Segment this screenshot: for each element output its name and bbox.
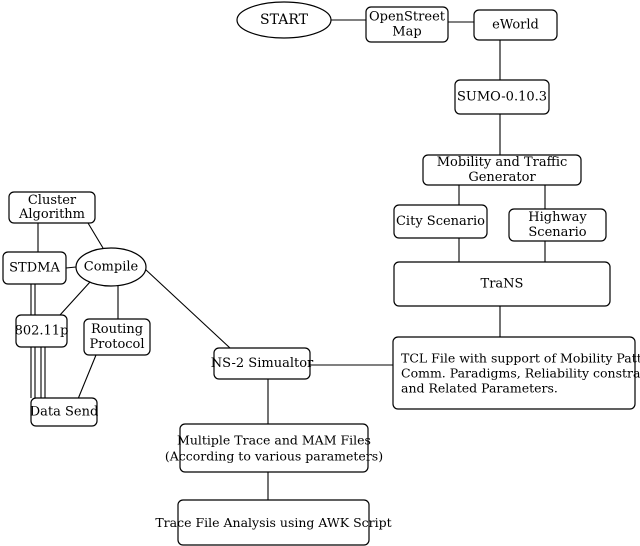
node-tcl-label-line: TCL File with support of Mobility Patter… [401, 351, 640, 366]
node-datasend-label-line: Data Send [30, 405, 99, 420]
edge-stdma-compile [65, 266, 77, 269]
node-ns2-label-line: NS-2 Simualtor [211, 356, 314, 371]
node-stdma-label-line: STDMA [9, 261, 60, 276]
node-dot11p: 802.11p [15, 314, 69, 348]
node-awk-shape [177, 499, 370, 546]
node-sumo: SUMO-0.10.3 [454, 79, 550, 115]
node-openstreetmap-label-line: Map [392, 25, 421, 40]
node-tcl-shape [392, 336, 636, 410]
node-mobility-shape [422, 154, 582, 186]
node-openstreetmap-label-line: OpenStreet [369, 10, 446, 25]
node-trace-files-label-line: (According to various parameters) [165, 449, 383, 464]
node-trans-shape [393, 261, 611, 307]
node-compile-label-line: Compile [84, 260, 139, 275]
node-routing-label-line: Routing [91, 322, 143, 337]
node-compile-shape [75, 247, 147, 287]
node-trace-files-label-line: Multiple Trace and MAM Files [177, 433, 371, 448]
node-tcl-label-line: and Related Parameters. [401, 381, 558, 396]
node-start-label-line: START [260, 12, 309, 28]
node-tcl: TCL File with support of Mobility Patter… [392, 336, 640, 410]
node-datasend-shape [30, 397, 98, 427]
node-tcl-label-line: Comm. Paradigms, Reliability constraints [401, 366, 640, 381]
node-highway-shape [508, 208, 607, 242]
node-mobility-label-line: Mobility and Traffic [437, 155, 568, 170]
node-openstreetmap-shape [365, 6, 449, 43]
connectors [30, 19, 546, 500]
node-stdma-shape [2, 251, 67, 285]
node-mobility-label-line: Generator [468, 170, 536, 185]
node-cluster-label-line: Algorithm [18, 207, 85, 222]
node-city: City Scenario [393, 204, 488, 239]
node-highway-label-line: Highway [528, 210, 587, 225]
edge-routing-datasend [77, 354, 97, 400]
node-eworld-shape [473, 9, 558, 41]
node-start-shape [236, 1, 332, 39]
node-sumo-label-line: SUMO-0.10.3 [457, 90, 547, 105]
node-routing-shape [83, 318, 151, 356]
node-start: START [236, 1, 332, 39]
node-ns2: NS-2 Simualtor [211, 347, 314, 380]
node-eworld: eWorld [473, 9, 558, 41]
node-city-label-line: City Scenario [396, 214, 485, 229]
node-routing-label-line: Protocol [89, 337, 144, 352]
node-cluster-shape [8, 191, 96, 224]
node-dot11p-label-line: 802.11p [15, 324, 69, 339]
node-trace-files: Multiple Trace and MAM Files(According t… [165, 423, 383, 473]
node-awk-label-line: Trace File Analysis using AWK Script [155, 515, 391, 530]
node-cluster-label-line: Cluster [28, 193, 77, 208]
node-stdma: STDMA [2, 251, 67, 285]
edge-cluster-compile [87, 222, 104, 249]
node-trace-files-shape [179, 423, 369, 473]
node-sumo-shape [454, 79, 550, 115]
node-trans: TraNS [393, 261, 611, 307]
node-eworld-label-line: eWorld [492, 18, 539, 33]
node-dot11p-shape [15, 314, 68, 348]
node-trans-label-line: TraNS [481, 277, 524, 292]
node-compile: Compile [75, 247, 147, 287]
node-awk: Trace File Analysis using AWK Script [155, 499, 392, 546]
node-ns2-shape [213, 347, 311, 380]
node-datasend: Data Send [30, 397, 99, 427]
node-highway-label-line: Scenario [528, 225, 586, 240]
node-city-shape [393, 204, 488, 239]
edge-compile-dot11p [59, 281, 91, 316]
edge-compile-ns2 [144, 268, 231, 349]
